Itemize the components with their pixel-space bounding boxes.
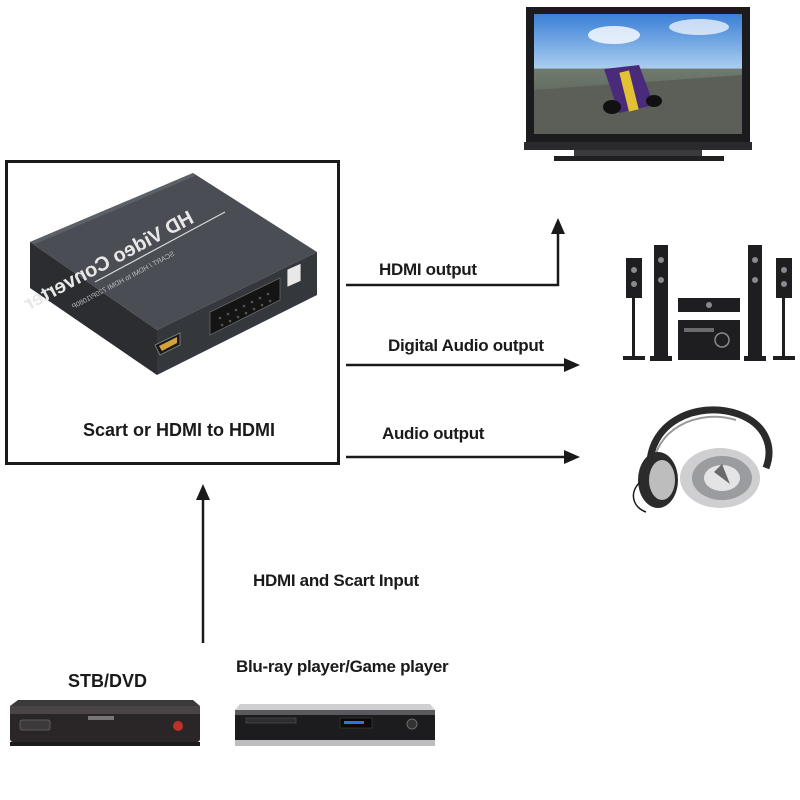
converter-frame [5,160,340,465]
hdmi-output-label: HDMI output [379,260,477,279]
stb-dvd-label: STB/DVD [68,671,148,691]
bluray-player-icon [235,704,435,746]
input-label: HDMI and Scart Input [253,571,419,590]
hdmi-output-arrow [346,232,560,287]
digital-audio-output-label: Digital Audio output [388,336,544,355]
converter-device-icon: HD Video Converter SCART / HDMI to HDMI … [20,173,317,375]
converter-caption: Scart or HDMI to HDMI [83,420,276,440]
stb-dvd-icon [10,700,200,746]
audio-output-label: Audio output [382,424,485,443]
tv-icon [524,7,752,161]
headphones-icon [632,406,773,513]
bluray-label: Blu-ray player/Game player [236,657,449,676]
speaker-system-icon [623,245,795,361]
